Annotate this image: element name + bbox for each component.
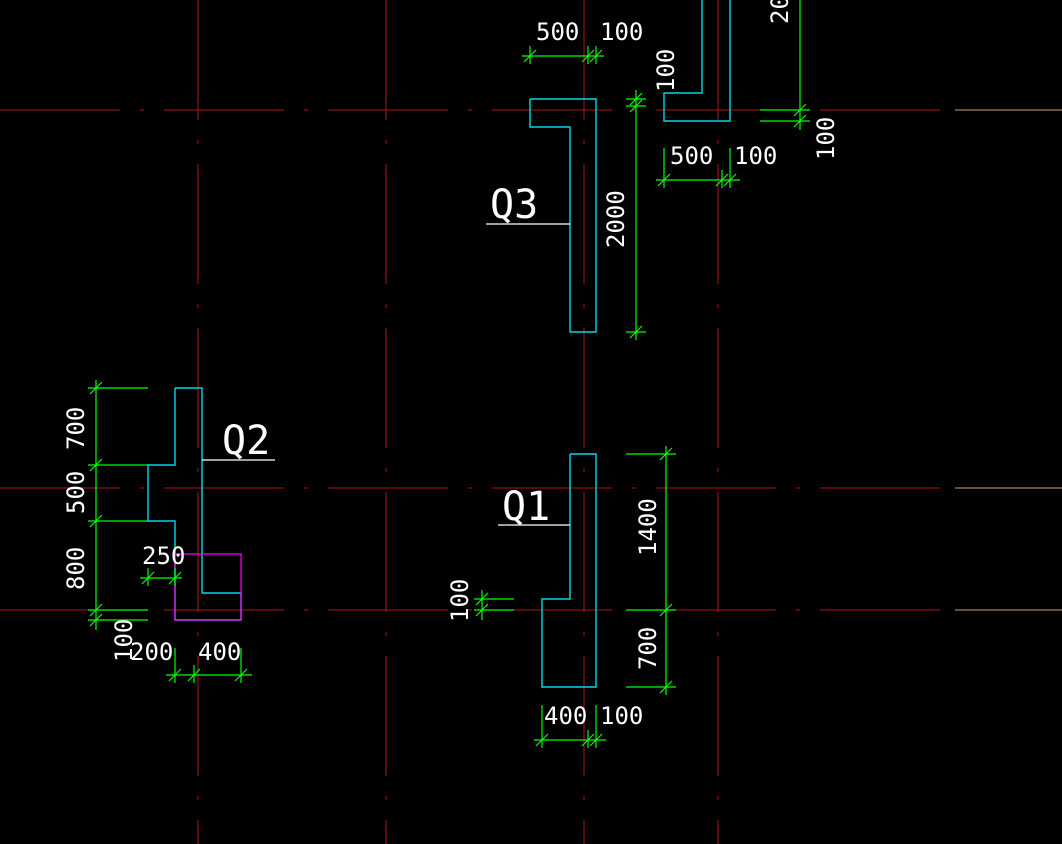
dim-q2-250-text: 250	[142, 542, 185, 570]
dim-top-right: 500 100 100 100 20	[652, 0, 840, 188]
dim-tr-20-top: 20	[766, 0, 794, 24]
dim-q1-right: 1400 700	[626, 446, 676, 695]
dim-q2-250: 250	[140, 542, 185, 586]
dim-tr-500: 500	[670, 142, 713, 170]
wall-q3-label: Q3	[490, 182, 538, 228]
wall-q2-highlight	[174, 553, 242, 621]
dim-tr-100-vert: 100	[652, 49, 680, 92]
dim-q2-700: 700	[62, 407, 90, 450]
dim-q2-left: 700 500 800 100	[62, 380, 148, 662]
dim-q1-1400: 1400	[634, 498, 662, 556]
wall-top-right-outline[interactable]	[663, 0, 731, 122]
dim-q3-right: 2000	[602, 90, 646, 340]
wall-q1-label: Q1	[502, 484, 550, 530]
dim-q1-left: 100	[446, 579, 514, 622]
wall-q1-outline[interactable]	[541, 453, 597, 688]
dim-q2-200: 200	[130, 638, 173, 666]
dim-q1-400: 400	[544, 702, 587, 730]
dim-q3-500: 500	[536, 18, 579, 46]
dim-tr-100-horiz: 100	[734, 142, 777, 170]
dim-q3-top: 500 100	[522, 18, 643, 64]
dim-q1-bottom: 400 100	[534, 702, 643, 748]
dim-q2-400: 400	[198, 638, 241, 666]
wall-q2[interactable]: Q2	[147, 387, 275, 621]
dim-tr-100-right: 100	[812, 117, 840, 160]
dim-q1-700: 700	[634, 627, 662, 670]
dim-q1-100: 100	[600, 702, 643, 730]
dim-q2-500: 500	[62, 471, 90, 514]
wall-q1[interactable]: Q1	[498, 453, 597, 688]
dim-q1-100-left: 100	[446, 579, 474, 622]
wall-q2-label: Q2	[222, 418, 270, 464]
wall-q3[interactable]: Q3	[486, 98, 597, 333]
wall-q3-outline[interactable]	[529, 98, 597, 333]
dim-q2-bottom: 200 400	[130, 638, 252, 683]
wall-top-right[interactable]	[663, 0, 731, 122]
dim-q3-100: 100	[600, 18, 643, 46]
dim-q2-100: 100	[110, 619, 138, 662]
dim-q3-2000: 2000	[602, 190, 630, 248]
dim-q2-800: 800	[62, 547, 90, 590]
